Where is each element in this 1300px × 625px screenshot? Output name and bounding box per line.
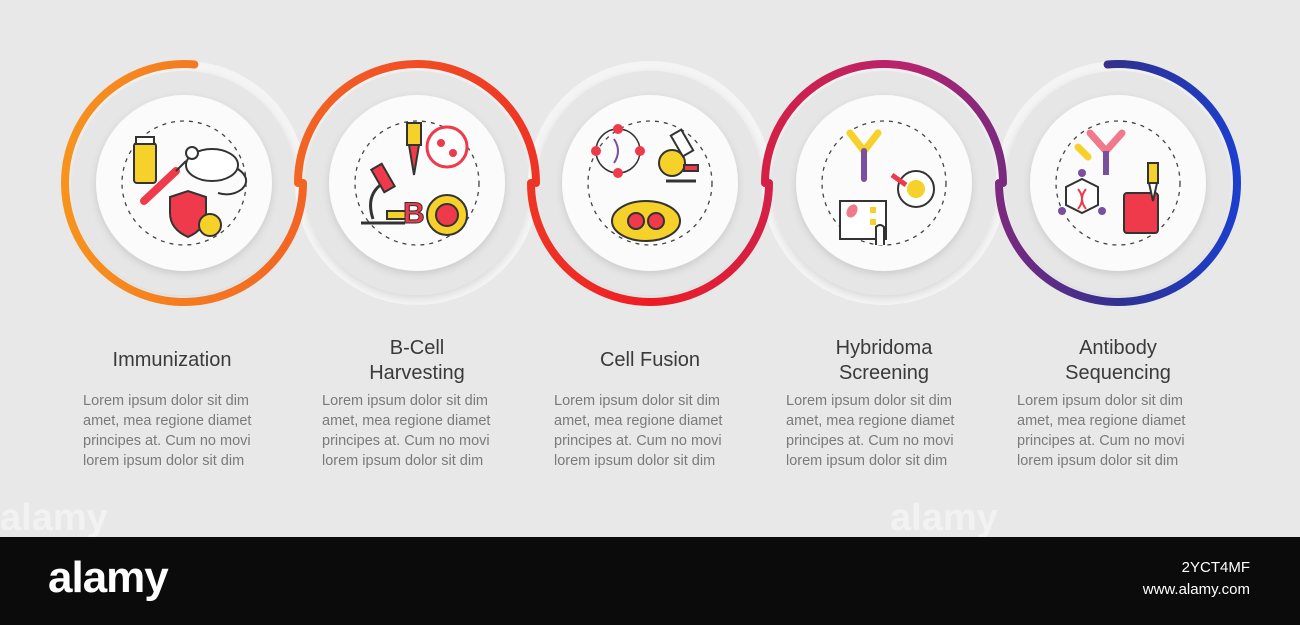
step-description-line: amet, mea regione diamet bbox=[554, 413, 723, 429]
virus-icon bbox=[198, 213, 222, 237]
step-description-line: Lorem ipsum dolor sit dim bbox=[554, 393, 720, 409]
step-title-line: B-Cell bbox=[389, 337, 445, 359]
step-title-cell-fusion: Cell Fusion bbox=[535, 348, 765, 373]
syringe-icon bbox=[140, 160, 187, 205]
step-description-line: lorem ipsum dolor sit dim bbox=[786, 453, 948, 469]
step-title-line: Hybridoma bbox=[835, 337, 933, 359]
step-illustration-antibody-sequencing bbox=[1058, 129, 1159, 234]
step-description-line: lorem ipsum dolor sit dim bbox=[1017, 453, 1179, 469]
step-description-line: lorem ipsum dolor sit dim bbox=[322, 453, 484, 469]
step-description-line: Lorem ipsum dolor sit dim bbox=[1017, 393, 1183, 409]
step-description-b-cell-harvesting: Lorem ipsum dolor sit dim amet, mea regio… bbox=[322, 391, 522, 471]
pipette-icon bbox=[406, 122, 422, 176]
footer-bar: alamy 2YCT4MF www.alamy.com bbox=[0, 537, 1300, 625]
step-illustration-cell-fusion bbox=[591, 124, 699, 242]
step-description-line: principes at. Cum no movi bbox=[322, 433, 490, 449]
watermark-text: alamy bbox=[0, 497, 108, 539]
step-illustration-immunization bbox=[133, 136, 248, 239]
b-cell-icon: B bbox=[403, 194, 468, 236]
microscope-icon bbox=[658, 128, 699, 183]
step-description-line: principes at. Cum no movi bbox=[83, 433, 251, 449]
petri-dish-icon bbox=[425, 125, 469, 169]
step-description-line: Lorem ipsum dolor sit dim bbox=[786, 393, 952, 409]
step-title-line: Sequencing bbox=[1065, 362, 1171, 384]
watermark-text: alamy bbox=[890, 497, 998, 539]
step-title-line: Harvesting bbox=[369, 362, 465, 384]
dna-hexagon-icon bbox=[1058, 169, 1106, 215]
step-description-line: lorem ipsum dolor sit dim bbox=[554, 453, 716, 469]
touch-screen-icon bbox=[839, 200, 887, 245]
step-description-line: Lorem ipsum dolor sit dim bbox=[322, 393, 488, 409]
step-illustration-b-cell-harvesting: B bbox=[361, 122, 469, 236]
step-description-cell-fusion: Lorem ipsum dolor sit dim amet, mea regio… bbox=[554, 391, 754, 471]
step-description-immunization: Lorem ipsum dolor sit dim amet, mea regio… bbox=[83, 391, 283, 471]
footer-url[interactable]: www.alamy.com bbox=[1142, 581, 1250, 598]
step-title-line: Antibody bbox=[1079, 337, 1157, 359]
target-icon bbox=[890, 170, 935, 208]
step-description-line: principes at. Cum no movi bbox=[554, 433, 722, 449]
vaccine-vial-icon bbox=[133, 136, 157, 184]
mouse-icon bbox=[185, 146, 248, 196]
step-illustration-hybridoma-screening bbox=[839, 129, 935, 245]
step-description-line: Lorem ipsum dolor sit dim bbox=[83, 393, 249, 409]
footer-logo[interactable]: alamy bbox=[48, 553, 169, 602]
step-title-line: Cell Fusion bbox=[599, 349, 701, 371]
beaker-dropper-icon bbox=[1123, 162, 1159, 234]
step-description-line: amet, mea regione diamet bbox=[83, 413, 252, 429]
microscope-icon bbox=[361, 162, 410, 225]
step-description-line: amet, mea regione diamet bbox=[322, 413, 491, 429]
step-description-antibody-sequencing: Lorem ipsum dolor sit dim amet, mea regio… bbox=[1017, 391, 1217, 471]
step-description-line: principes at. Cum no movi bbox=[1017, 433, 1185, 449]
svg-text:B: B bbox=[403, 197, 425, 230]
process-flow-line bbox=[61, 60, 1242, 306]
step-title-line: Screening bbox=[838, 362, 930, 384]
step-description-line: lorem ipsum dolor sit dim bbox=[83, 453, 245, 469]
shield-icon bbox=[169, 189, 207, 239]
step-title-line: Immunization bbox=[112, 349, 232, 371]
step-description-hybridoma-screening: Lorem ipsum dolor sit dim amet, mea regio… bbox=[786, 391, 986, 471]
step-title-immunization: Immunization bbox=[57, 348, 287, 373]
dna-network-icon bbox=[591, 124, 645, 178]
antibody-pair-icon bbox=[1074, 129, 1126, 175]
fused-cells-icon bbox=[611, 200, 681, 242]
process-rings: B bbox=[61, 60, 1242, 306]
step-description-line: principes at. Cum no movi bbox=[786, 433, 954, 449]
step-description-line: amet, mea regione diamet bbox=[1017, 413, 1186, 429]
step-description-line: amet, mea regione diamet bbox=[786, 413, 955, 429]
antibody-icon bbox=[846, 129, 882, 182]
footer-image-id: 2YCT4MF bbox=[1181, 559, 1250, 576]
